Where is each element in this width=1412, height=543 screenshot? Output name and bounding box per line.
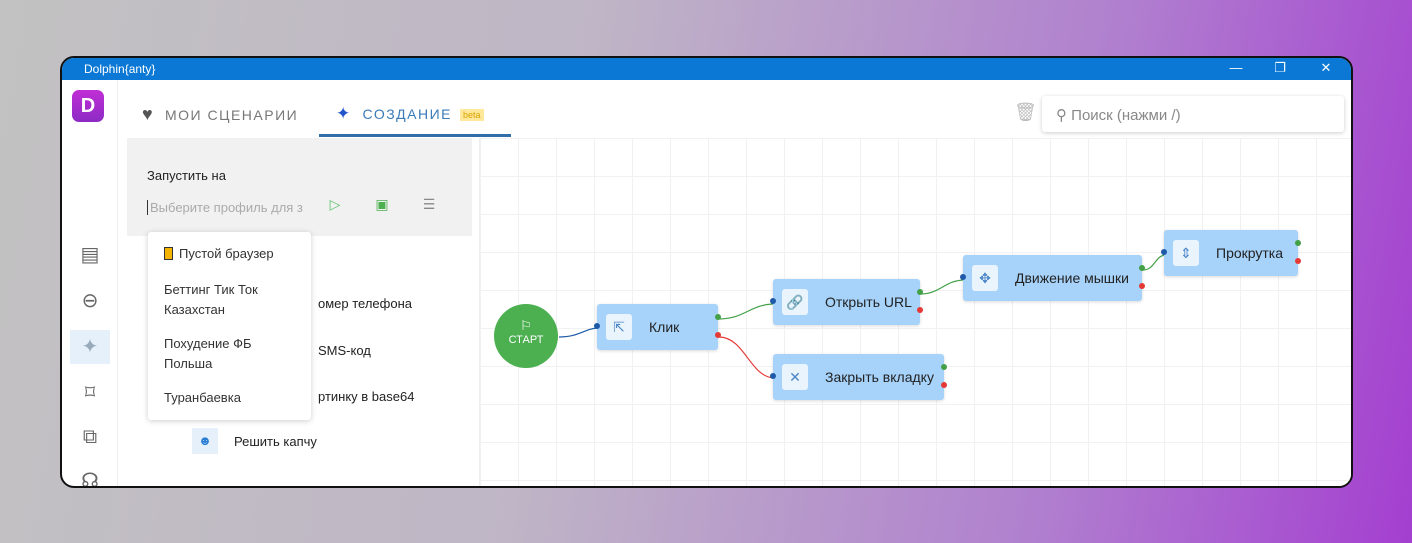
run-panel: Запустить на Выберите профиль для з ▷ ▣ … — [127, 138, 472, 236]
node-label: Клик — [649, 319, 680, 335]
node-label: Закрыть вкладку — [825, 369, 934, 385]
input-port[interactable] — [594, 323, 600, 329]
save-button[interactable]: ▣ — [375, 196, 389, 212]
option-label: Пустой браузер — [179, 246, 274, 261]
heart-icon: ♥ — [142, 104, 155, 124]
input-port[interactable] — [1161, 249, 1167, 255]
actions-list: омер телефона SMS-код ртинку в base64 ☻ … — [118, 236, 478, 486]
team-icon[interactable]: ☊ — [81, 470, 99, 488]
app-window: Dolphin{anty} — ❐ ✕ D ▤ ⊖ ✦ ⌑ ⧉ ☊ ♥ МОИ … — [60, 56, 1353, 488]
title-bar: Dolphin{anty} — ❐ ✕ — [62, 58, 1351, 80]
success-port[interactable] — [715, 314, 721, 320]
flow-edges — [558, 254, 1167, 379]
flag-icon: ⚐ — [520, 318, 532, 333]
extensions-icon[interactable]: ⧉ — [82, 426, 98, 448]
bookmark-icon[interactable]: ⌑ — [84, 382, 96, 404]
list-item[interactable]: ртинку в base64 — [318, 389, 415, 404]
node-mouse-move[interactable]: ✥ Движение мышки — [960, 255, 1145, 301]
profile-input[interactable]: Выберите профиль для з — [147, 200, 307, 215]
close-button[interactable]: ✕ — [1320, 60, 1332, 75]
tab-label: МОИ СЦЕНАРИИ — [164, 107, 299, 123]
dropdown-option[interactable]: Похудение ФБ Польша — [164, 336, 252, 371]
tab-create[interactable]: ✦ СОЗДАНИЕ beta — [336, 104, 484, 124]
node-scroll[interactable]: ⇕ Прокрутка — [1161, 230, 1301, 276]
error-port[interactable] — [715, 332, 721, 338]
beta-badge: beta — [460, 109, 484, 122]
search-placeholder: Поиск (нажми /) — [1071, 107, 1181, 124]
cursor-click-icon: ⇱ — [606, 314, 632, 340]
success-port[interactable] — [1295, 240, 1301, 246]
dropdown-option[interactable]: Беттинг Тик Ток Казахстан — [164, 282, 258, 317]
input-port[interactable] — [960, 274, 966, 280]
edge-start-click — [558, 327, 600, 338]
node-label: Открыть URL — [825, 294, 912, 310]
sidebar: D ▤ ⊖ ✦ ⌑ ⧉ ☊ — [62, 80, 118, 486]
tab-my-scenarios[interactable]: ♥ МОИ СЦЕНАРИИ — [142, 104, 298, 125]
robot-icon: ☻ — [192, 428, 218, 454]
search-icon: ⚲ — [1056, 107, 1067, 124]
node-open-url[interactable]: 🔗 Открыть URL — [770, 279, 923, 325]
input-port[interactable] — [770, 298, 776, 304]
error-port[interactable] — [941, 382, 947, 388]
edge-click-close — [718, 336, 776, 379]
error-port[interactable] — [917, 307, 923, 313]
success-port[interactable] — [917, 289, 923, 295]
node-click[interactable]: ⇱ Клик — [594, 304, 721, 350]
dolphin-logo[interactable]: D — [72, 90, 104, 122]
link-icon: 🔗 — [782, 289, 808, 315]
success-port[interactable] — [1139, 265, 1145, 271]
success-port[interactable] — [941, 364, 947, 370]
restore-button[interactable]: ❐ — [1274, 60, 1286, 75]
edge-move-scroll — [1142, 254, 1167, 271]
node-label: Движение мышки — [1015, 270, 1129, 286]
window-title: Dolphin{anty} — [84, 62, 156, 76]
tabs: ♥ МОИ СЦЕНАРИИ ✦ СОЗДАНИЕ beta — [118, 80, 518, 138]
minimize-button[interactable]: — — [1229, 60, 1243, 75]
sparkle-icon: ✦ — [336, 104, 352, 123]
move-icon: ✥ — [972, 265, 998, 291]
active-tab-underline — [319, 134, 511, 137]
profile-dropdown: Пустой браузер Беттинг Тик Ток Казахстан… — [148, 232, 311, 420]
proxy-link-icon[interactable]: ⊖ — [81, 290, 99, 312]
search-input[interactable]: ⚲ Поиск (нажми /) — [1042, 96, 1344, 132]
list-item[interactable]: SMS-код — [318, 343, 371, 358]
input-port[interactable] — [770, 373, 776, 379]
tab-label: СОЗДАНИЕ — [362, 106, 453, 122]
list-item[interactable]: Решить капчу — [234, 434, 317, 449]
dropdown-option[interactable]: Туранбаевка — [164, 390, 241, 405]
node-close-tab[interactable]: ✕ Закрыть вкладку — [770, 354, 947, 400]
scroll-icon: ⇕ — [1173, 240, 1199, 266]
browser-profiles-icon[interactable]: ▤ — [80, 244, 100, 266]
error-port[interactable] — [1295, 258, 1301, 264]
start-node[interactable]: ⚐СТАРТ — [494, 304, 558, 368]
browser-icon — [164, 247, 173, 260]
log-button[interactable]: ☰ — [422, 196, 436, 212]
dropdown-option[interactable]: Пустой браузер — [164, 244, 274, 264]
close-icon: ✕ — [782, 364, 808, 390]
run-label: Запустить на — [147, 168, 226, 183]
node-label: Прокрутка — [1216, 245, 1284, 261]
automation-icon[interactable]: ✦ — [70, 330, 110, 364]
edge-click-open — [718, 303, 776, 320]
list-item[interactable]: омер телефона — [318, 296, 412, 311]
start-label: СТАРТ — [508, 334, 544, 346]
trash-icon[interactable]: 🗑 — [1014, 102, 1037, 122]
error-port[interactable] — [1139, 283, 1145, 289]
edge-open-move — [920, 279, 966, 295]
play-button[interactable]: ▷ — [329, 196, 341, 212]
